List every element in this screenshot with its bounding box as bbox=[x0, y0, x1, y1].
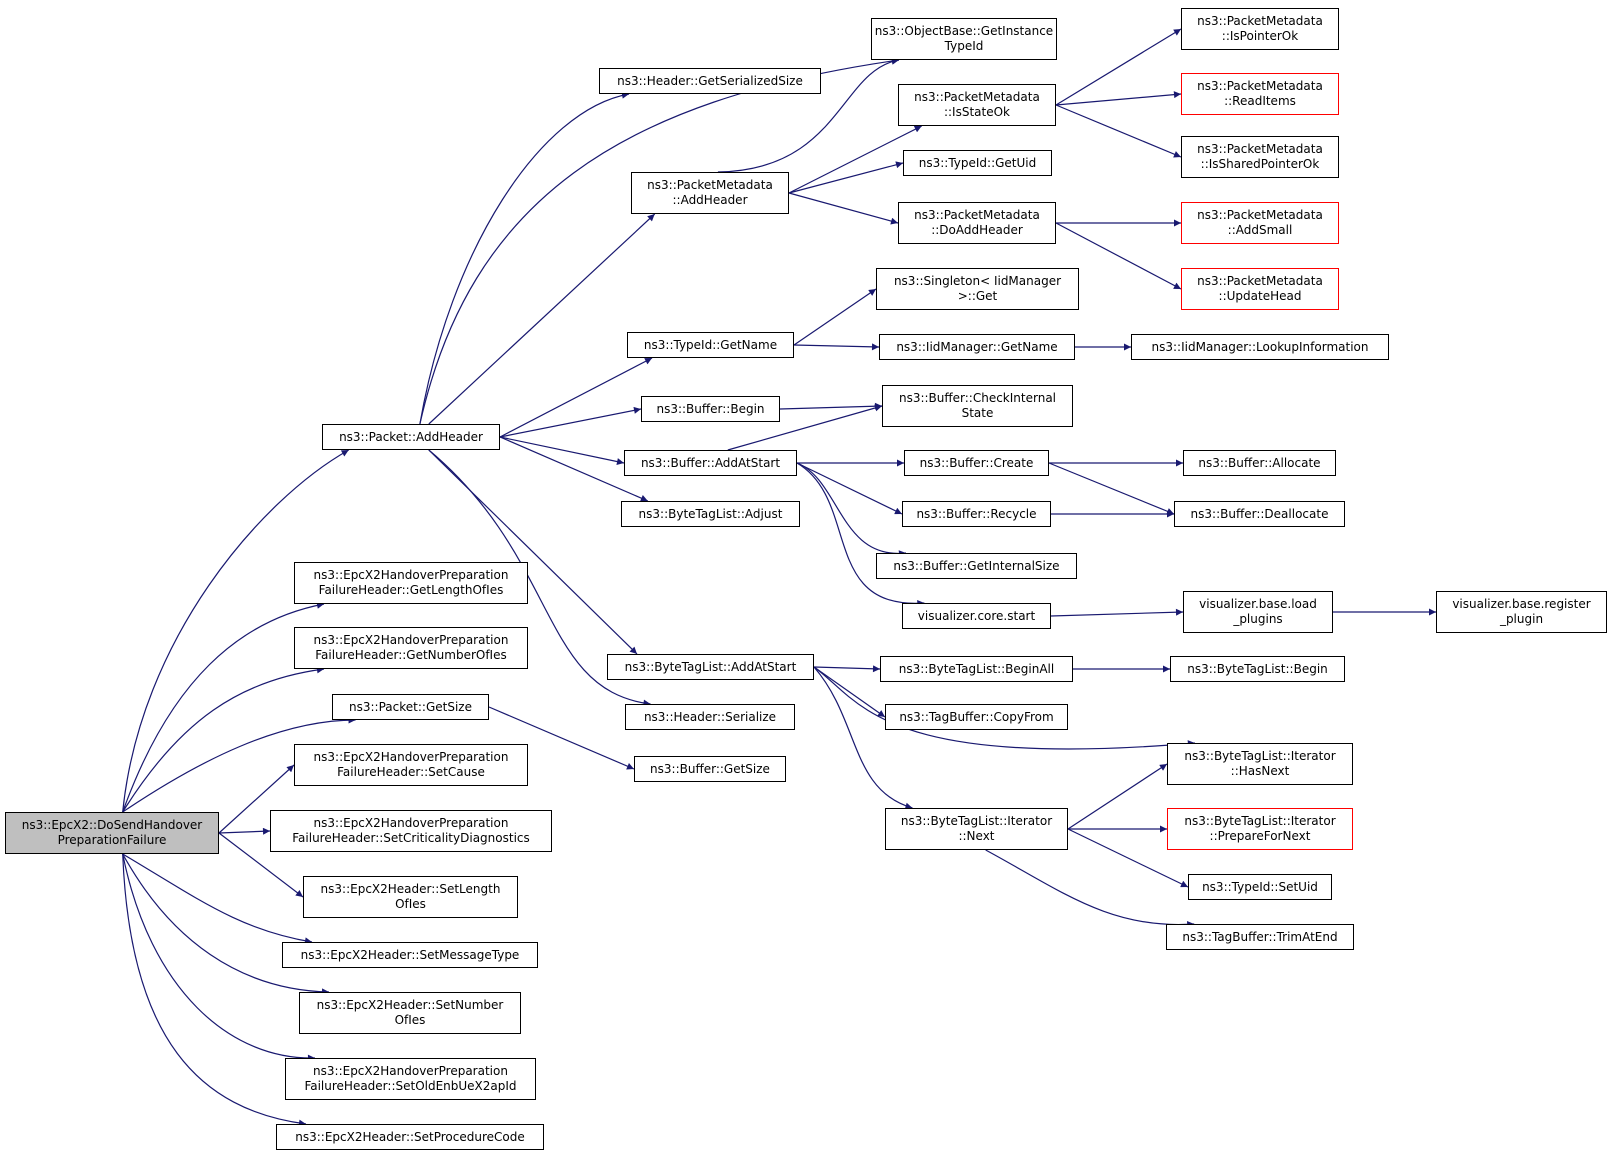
edge-btl-addatstart-to-btl-iter-next bbox=[813, 666, 913, 810]
node-pm-addheader[interactable]: ns3::PacketMetadata ::AddHeader bbox=[631, 172, 789, 214]
node-btl-iter-next[interactable]: ns3::ByteTagList::Iterator ::Next bbox=[885, 808, 1068, 850]
node-pm-issharedpointerok[interactable]: ns3::PacketMetadata ::IsSharedPointerOk bbox=[1181, 136, 1339, 178]
edge-pm-doaddheader-to-pm-updatehead bbox=[1055, 222, 1182, 290]
node-pm-readitems[interactable]: ns3::PacketMetadata ::ReadItems bbox=[1181, 73, 1339, 115]
node-iidmanager-getname[interactable]: ns3::IidManager::GetName bbox=[879, 334, 1075, 360]
edge-pm-addheader-to-pm-doaddheader bbox=[788, 192, 899, 225]
edge-root-to-setprocedurecode bbox=[122, 853, 307, 1127]
node-iidmanager-lookupinformation[interactable]: ns3::IidManager::LookupInformation bbox=[1131, 334, 1389, 360]
edge-root-to-packet-getsize bbox=[122, 716, 356, 813]
node-objectbase-getinstancetypeid[interactable]: ns3::ObjectBase::GetInstance TypeId bbox=[871, 18, 1057, 60]
node-root: ns3::EpcX2::DoSendHandover PreparationFa… bbox=[5, 812, 219, 854]
edge-root-to-setoldenb bbox=[122, 853, 316, 1062]
edge-root-to-getlengthofies bbox=[122, 601, 325, 813]
node-buffer-recycle[interactable]: ns3::Buffer::Recycle bbox=[902, 501, 1051, 527]
edge-packet-addheader-to-btl-adjust bbox=[499, 436, 649, 502]
edge-packet-addheader-to-header-getserializedsize bbox=[419, 91, 630, 425]
node-pm-updatehead[interactable]: ns3::PacketMetadata ::UpdateHead bbox=[1181, 268, 1339, 310]
node-buffer-getinternalsize[interactable]: ns3::Buffer::GetInternalSize bbox=[876, 553, 1077, 579]
node-btl-adjust[interactable]: ns3::ByteTagList::Adjust bbox=[621, 501, 800, 527]
edge-pm-isstateok-to-pm-readitems bbox=[1055, 91, 1182, 106]
edge-packet-addheader-to-header-serialize bbox=[428, 449, 651, 707]
edge-buffer-addatstart-to-buffer-getinternalsize bbox=[796, 462, 907, 558]
edge-root-to-packet-addheader bbox=[122, 449, 349, 813]
edge-packet-addheader-to-pm-addheader bbox=[428, 213, 656, 425]
edge-buffer-addatstart-to-buffer-checkinternalstate bbox=[727, 404, 883, 451]
node-pm-isstateok[interactable]: ns3::PacketMetadata ::IsStateOk bbox=[898, 84, 1056, 126]
edge-btl-iter-next-to-typeid-setuid bbox=[1067, 828, 1189, 888]
edge-pm-isstateok-to-pm-ispointerok bbox=[1055, 28, 1182, 106]
edge-root-to-getnumberofies bbox=[122, 666, 325, 813]
edge-pm-addheader-to-objectbase-getinstancetypeid bbox=[717, 57, 900, 173]
edge-buffer-begin-to-buffer-checkinternalstate bbox=[779, 402, 883, 410]
node-setlengthofies[interactable]: ns3::EpcX2Header::SetLength OfIes bbox=[303, 876, 518, 918]
edge-buffer-addatstart-to-viz-core-start bbox=[796, 462, 925, 607]
node-tagbuffer-trimatend[interactable]: ns3::TagBuffer::TrimAtEnd bbox=[1166, 924, 1354, 950]
edge-root-to-setnumberofies bbox=[122, 853, 330, 996]
edge-btl-iter-next-to-tagbuffer-trimatend bbox=[985, 849, 1195, 928]
edge-typeid-getname-to-iidmanager-getname bbox=[793, 343, 880, 351]
node-buffer-allocate[interactable]: ns3::Buffer::Allocate bbox=[1183, 450, 1336, 476]
node-setprocedurecode[interactable]: ns3::EpcX2Header::SetProcedureCode bbox=[276, 1124, 544, 1150]
edge-packet-getsize-to-buffer-getsize bbox=[488, 706, 635, 770]
node-btl-begin[interactable]: ns3::ByteTagList::Begin bbox=[1170, 656, 1345, 682]
node-pm-ispointerok[interactable]: ns3::PacketMetadata ::IsPointerOk bbox=[1181, 8, 1339, 50]
node-packet-getsize[interactable]: ns3::Packet::GetSize bbox=[332, 694, 489, 720]
node-viz-base-load-plugins[interactable]: visualizer.base.load _plugins bbox=[1183, 591, 1333, 633]
node-setcause[interactable]: ns3::EpcX2HandoverPreparation FailureHea… bbox=[294, 744, 528, 786]
edge-packet-addheader-to-buffer-begin bbox=[499, 406, 642, 438]
node-typeid-setuid[interactable]: ns3::TypeId::SetUid bbox=[1188, 874, 1332, 900]
node-setcriticality[interactable]: ns3::EpcX2HandoverPreparation FailureHea… bbox=[270, 810, 552, 852]
edge-pm-addheader-to-pm-isstateok bbox=[788, 125, 922, 194]
node-btl-addatstart[interactable]: ns3::ByteTagList::AddAtStart bbox=[607, 654, 814, 680]
edge-packet-addheader-to-typeid-getname bbox=[499, 357, 653, 438]
edge-viz-core-start-to-viz-base-load-plugins bbox=[1050, 608, 1184, 617]
node-getnumberofies[interactable]: ns3::EpcX2HandoverPreparation FailureHea… bbox=[294, 627, 528, 669]
node-typeid-getname[interactable]: ns3::TypeId::GetName bbox=[627, 332, 794, 358]
node-header-serialize[interactable]: ns3::Header::Serialize bbox=[625, 704, 795, 730]
edge-packet-addheader-to-objectbase-getinstancetypeid bbox=[419, 57, 899, 425]
node-singleton-get[interactable]: ns3::Singleton< IidManager >::Get bbox=[876, 268, 1079, 310]
edge-pm-addheader-to-typeid-getuid bbox=[788, 161, 904, 194]
edge-btl-addatstart-to-btl-beginall bbox=[813, 665, 881, 673]
edge-root-to-setmessagetype bbox=[122, 853, 313, 945]
node-buffer-checkinternalstate[interactable]: ns3::Buffer::CheckInternal State bbox=[882, 385, 1073, 427]
edge-btl-iter-next-to-btl-iter-hasnext bbox=[1067, 763, 1168, 830]
node-buffer-create[interactable]: ns3::Buffer::Create bbox=[904, 450, 1049, 476]
node-getlengthofies[interactable]: ns3::EpcX2HandoverPreparation FailureHea… bbox=[294, 562, 528, 604]
edge-buffer-create-to-buffer-deallocate bbox=[1048, 462, 1175, 515]
node-viz-base-register-plugin[interactable]: visualizer.base.register _plugin bbox=[1436, 591, 1607, 633]
edge-root-to-setcause bbox=[218, 764, 295, 834]
node-btl-iter-preparefornext[interactable]: ns3::ByteTagList::Iterator ::PrepareForN… bbox=[1167, 808, 1353, 850]
edge-root-to-setlengthofies bbox=[218, 832, 304, 898]
node-tagbuffer-copyfrom[interactable]: ns3::TagBuffer::CopyFrom bbox=[885, 704, 1068, 730]
node-header-getserializedsize[interactable]: ns3::Header::GetSerializedSize bbox=[599, 68, 821, 94]
edge-typeid-getname-to-singleton-get bbox=[793, 288, 877, 346]
node-buffer-addatstart[interactable]: ns3::Buffer::AddAtStart bbox=[624, 450, 797, 476]
node-pm-addsmall[interactable]: ns3::PacketMetadata ::AddSmall bbox=[1181, 202, 1339, 244]
edge-pm-isstateok-to-pm-issharedpointerok bbox=[1055, 104, 1182, 158]
edge-buffer-addatstart-to-buffer-recycle bbox=[796, 462, 903, 515]
node-buffer-deallocate[interactable]: ns3::Buffer::Deallocate bbox=[1174, 501, 1345, 527]
node-packet-addheader[interactable]: ns3::Packet::AddHeader bbox=[322, 424, 500, 450]
node-buffer-getsize[interactable]: ns3::Buffer::GetSize bbox=[634, 756, 786, 782]
node-typeid-getuid[interactable]: ns3::TypeId::GetUid bbox=[903, 150, 1052, 176]
edge-root-to-setcriticality bbox=[218, 827, 271, 835]
node-btl-beginall[interactable]: ns3::ByteTagList::BeginAll bbox=[880, 656, 1073, 682]
node-pm-doaddheader[interactable]: ns3::PacketMetadata ::DoAddHeader bbox=[898, 202, 1056, 244]
node-setnumberofies[interactable]: ns3::EpcX2Header::SetNumber OfIes bbox=[299, 992, 521, 1034]
node-viz-core-start[interactable]: visualizer.core.start bbox=[902, 603, 1051, 629]
node-setoldenb[interactable]: ns3::EpcX2HandoverPreparation FailureHea… bbox=[285, 1058, 536, 1100]
node-setmessagetype[interactable]: ns3::EpcX2Header::SetMessageType bbox=[282, 942, 538, 968]
node-buffer-begin[interactable]: ns3::Buffer::Begin bbox=[641, 396, 780, 422]
edge-packet-addheader-to-buffer-addatstart bbox=[499, 436, 625, 465]
node-btl-iter-hasnext[interactable]: ns3::ByteTagList::Iterator ::HasNext bbox=[1167, 743, 1353, 785]
edge-packet-addheader-to-btl-addatstart bbox=[428, 449, 638, 655]
edge-btl-addatstart-to-tagbuffer-copyfrom bbox=[813, 666, 886, 718]
